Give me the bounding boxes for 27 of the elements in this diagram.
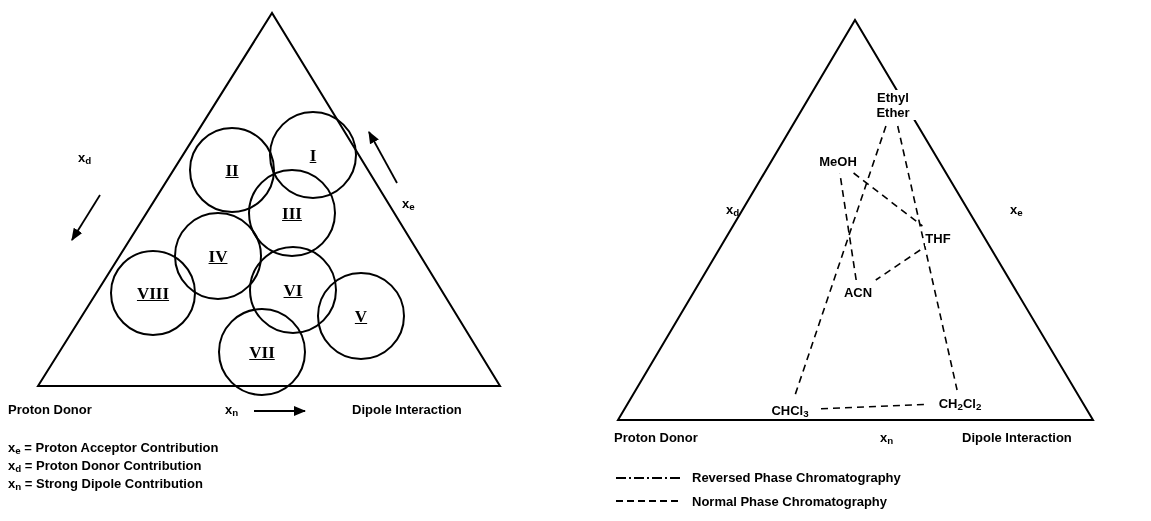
axis-label: x$_{e}$ = Proton Acceptor Contribution	[8, 440, 219, 456]
dashed-connector	[820, 403, 926, 410]
roman-numeral: VII	[249, 343, 275, 361]
axis-label: Proton Donor	[614, 430, 698, 446]
axis-label: x$_{e}$	[402, 196, 415, 212]
axis-label: x$_{n}$	[880, 430, 894, 446]
roman-numeral: VIII	[136, 284, 170, 302]
axis-label: x$_{d}$	[78, 150, 92, 166]
axis-label: Proton Donor	[8, 402, 92, 418]
roman-numeral: III	[282, 204, 302, 222]
roman-numeral: II	[225, 161, 239, 179]
roman-numeral: VI	[283, 281, 303, 299]
axis-label: Dipole Interaction	[962, 430, 1072, 446]
roman-numeral: V	[354, 307, 368, 325]
legend-text: Reversed Phase Chromatography	[692, 469, 901, 487]
dashed-connector	[852, 172, 924, 227]
dashed-connector	[896, 125, 958, 391]
axis-label: x$_{n}$	[225, 402, 239, 418]
legend-text: Normal Phase Chromatography	[692, 492, 888, 511]
roman-numeral: I	[309, 146, 317, 164]
axis-label: Dipole Interaction	[352, 402, 462, 418]
axis-label: x$_{e}$	[1010, 202, 1023, 218]
roman-numeral: IV	[208, 247, 228, 265]
axis-label: x$_{d}$	[726, 202, 740, 218]
axis-label: x$_{n}$ = Strong Dipole Contribution	[8, 476, 203, 492]
axis-label: x$_{d}$ = Proton Donor Contribution	[8, 458, 202, 474]
dashed-connector	[875, 249, 921, 281]
